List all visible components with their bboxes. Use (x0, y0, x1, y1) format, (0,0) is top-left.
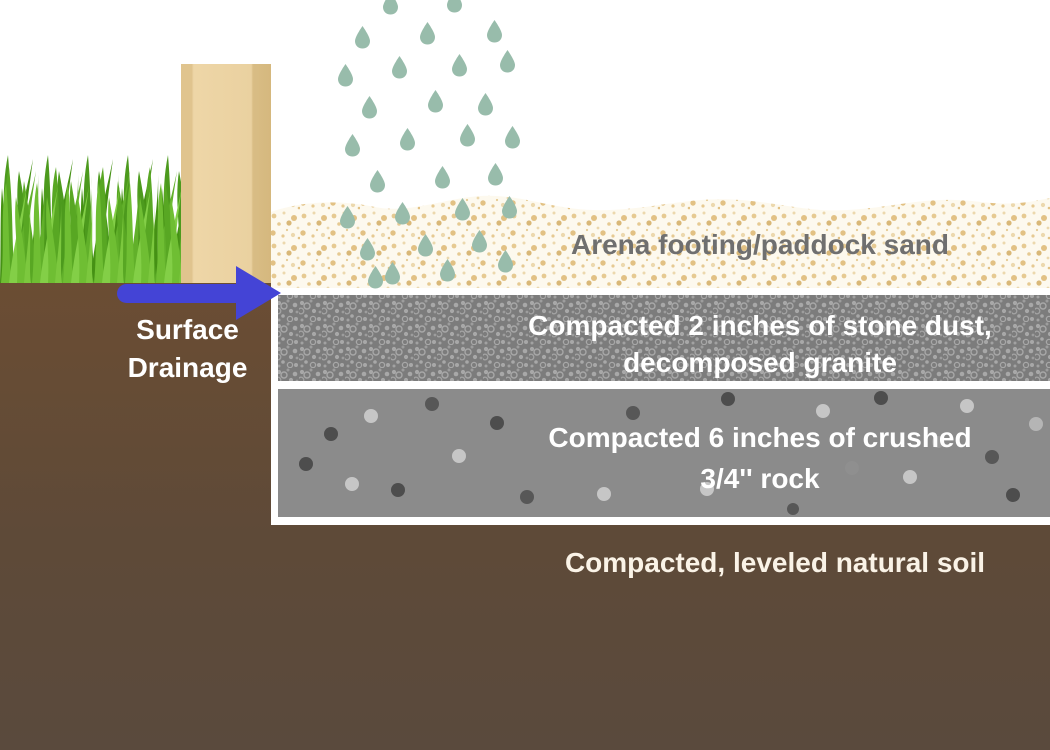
fence-post (181, 64, 271, 283)
crushed-rock-layer-label: Compacted 6 inches of crushed 3/4'' rock (480, 417, 1040, 499)
layer-borders (271, 288, 1050, 525)
stone-dust-layer-label: Compacted 2 inches of stone dust, decomp… (480, 307, 1040, 381)
grass (0, 133, 182, 283)
surface-drainage-arrow-icon (117, 266, 281, 320)
natural-soil-ground (0, 282, 1050, 750)
rock-pebbles (299, 391, 1043, 515)
stone-dust-layer (278, 295, 1050, 381)
stone-dust-label-line2: decomposed granite (623, 347, 897, 378)
crushed-rock-label-line2: 3/4'' rock (700, 463, 820, 494)
crushed-rock-layer (278, 389, 1050, 517)
surface-drainage-label: Surface Drainage (127, 314, 248, 383)
natural-soil-label: Compacted, leveled natural soil (564, 547, 986, 578)
sand-layer-label: Arena footing/paddock sand (570, 229, 950, 260)
crushed-rock-label-line1: Compacted 6 inches of crushed (548, 422, 972, 453)
stone-dust-label-line1: Compacted 2 inches of stone dust, (528, 310, 992, 341)
